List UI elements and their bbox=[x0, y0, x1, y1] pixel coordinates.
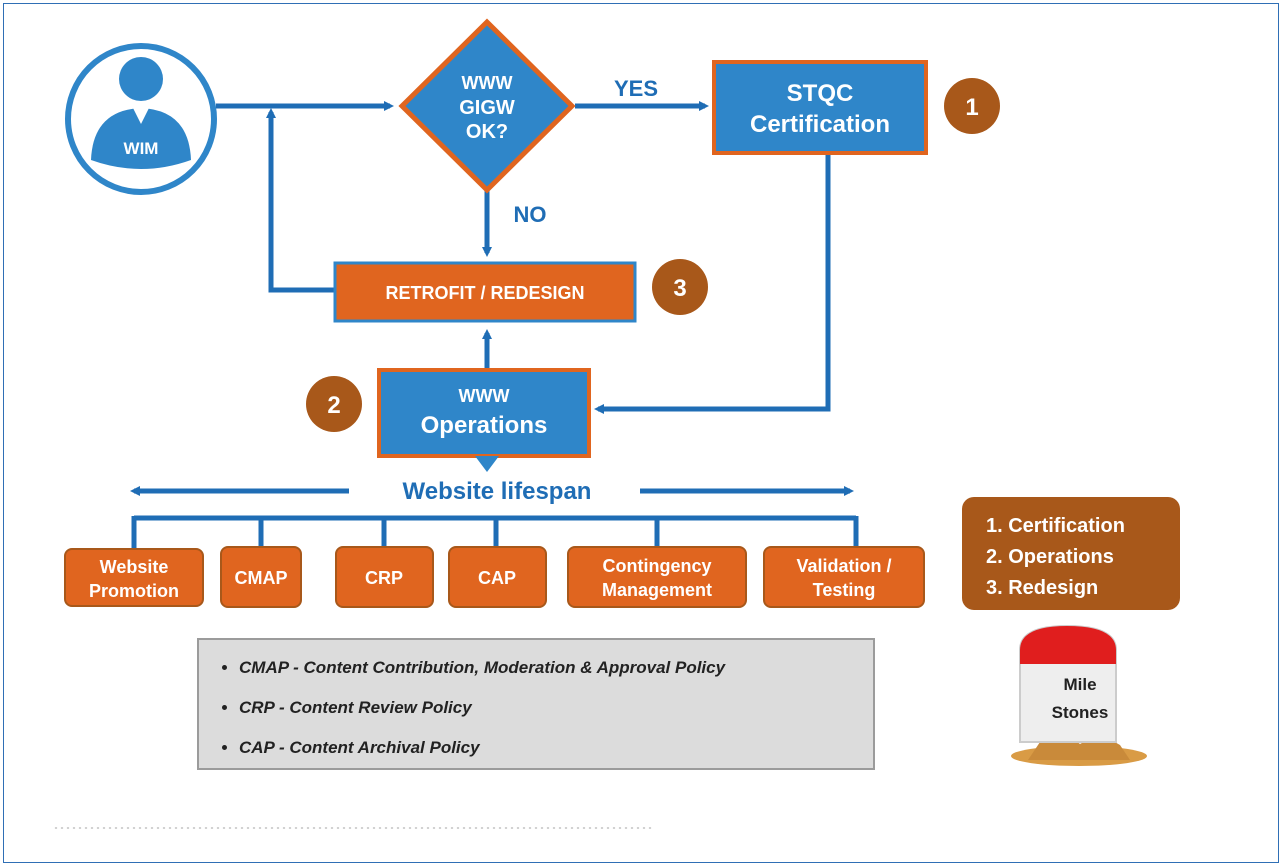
arrow-retrofit-loop bbox=[266, 108, 335, 293]
yes-label: YES bbox=[614, 76, 658, 101]
legend-item: 2. Operations bbox=[986, 546, 1114, 568]
milestones-legend: 1. Certification 2. Operations 3. Redesi… bbox=[962, 497, 1180, 610]
user-icon bbox=[119, 57, 163, 101]
lifespan-label: Website lifespan bbox=[403, 478, 592, 505]
svg-text:CAP: CAP bbox=[478, 568, 516, 588]
legend-item: 3. Redesign bbox=[986, 577, 1099, 599]
operations-line2: Operations bbox=[421, 412, 548, 439]
milestone-sign: Mile Stones bbox=[1011, 624, 1147, 766]
stqc-line2: Certification bbox=[750, 111, 890, 138]
step-badge-3: 3 bbox=[652, 259, 708, 315]
activity-website-promotion: Website Promotion bbox=[64, 548, 204, 607]
decision-line1: WWW bbox=[462, 73, 513, 93]
stqc-box: STQC Certification bbox=[712, 60, 928, 155]
retrofit-box: RETROFIT / REDESIGN bbox=[333, 261, 637, 323]
retrofit-label: RETROFIT / REDESIGN bbox=[385, 283, 584, 303]
activity-cmap: CMAP bbox=[220, 546, 302, 608]
svg-text:2: 2 bbox=[327, 392, 340, 419]
svg-text:Validation /: Validation / bbox=[796, 556, 891, 576]
milestone-line1: Mile bbox=[1063, 675, 1096, 694]
svg-text:Management: Management bbox=[602, 580, 712, 600]
policy-item: CRP - Content Review Policy bbox=[239, 688, 873, 728]
svg-text:Promotion: Promotion bbox=[89, 581, 179, 601]
svg-text:Website: Website bbox=[100, 557, 169, 577]
decision-line2: GIGW bbox=[459, 97, 515, 119]
user-badge: WIM bbox=[65, 43, 217, 195]
step-badge-2: 2 bbox=[306, 376, 362, 432]
activity-cap: CAP bbox=[448, 546, 547, 608]
policy-notes: CMAP - Content Contribution, Moderation … bbox=[197, 638, 875, 770]
policy-item: CMAP - Content Contribution, Moderation … bbox=[239, 648, 873, 688]
flow-diagram: WIM WWW GIGW OK? YES NO STQC Certificati… bbox=[64, 18, 1147, 766]
arrow-stqc-to-ops bbox=[594, 155, 831, 414]
user-label: WIM bbox=[124, 139, 159, 158]
svg-text:CRP: CRP bbox=[365, 568, 403, 588]
stqc-line1: STQC bbox=[787, 80, 854, 107]
svg-text:Contingency: Contingency bbox=[602, 556, 711, 576]
activity-contingency-management: Contingency Management bbox=[567, 546, 747, 608]
operations-line1: WWW bbox=[459, 386, 510, 406]
decision-diamond: WWW GIGW OK? bbox=[398, 18, 576, 194]
operations-box: WWW Operations bbox=[377, 368, 591, 472]
svg-text:3: 3 bbox=[673, 275, 686, 302]
svg-text:CMAP: CMAP bbox=[235, 568, 288, 588]
decision-line3: OK? bbox=[466, 121, 508, 143]
legend-item: 1. Certification bbox=[986, 515, 1125, 537]
milestone-line2: Stones bbox=[1052, 703, 1109, 722]
policy-item: CAP - Content Archival Policy bbox=[239, 728, 873, 768]
svg-text:1: 1 bbox=[965, 94, 978, 121]
step-badge-1: 1 bbox=[944, 78, 1000, 134]
activity-validation-testing: Validation / Testing bbox=[763, 546, 925, 608]
no-label: NO bbox=[514, 202, 547, 227]
connectors bbox=[130, 101, 859, 550]
svg-text:Testing: Testing bbox=[813, 580, 876, 600]
dotted-divider bbox=[53, 826, 653, 830]
activity-crp: CRP bbox=[335, 546, 434, 608]
